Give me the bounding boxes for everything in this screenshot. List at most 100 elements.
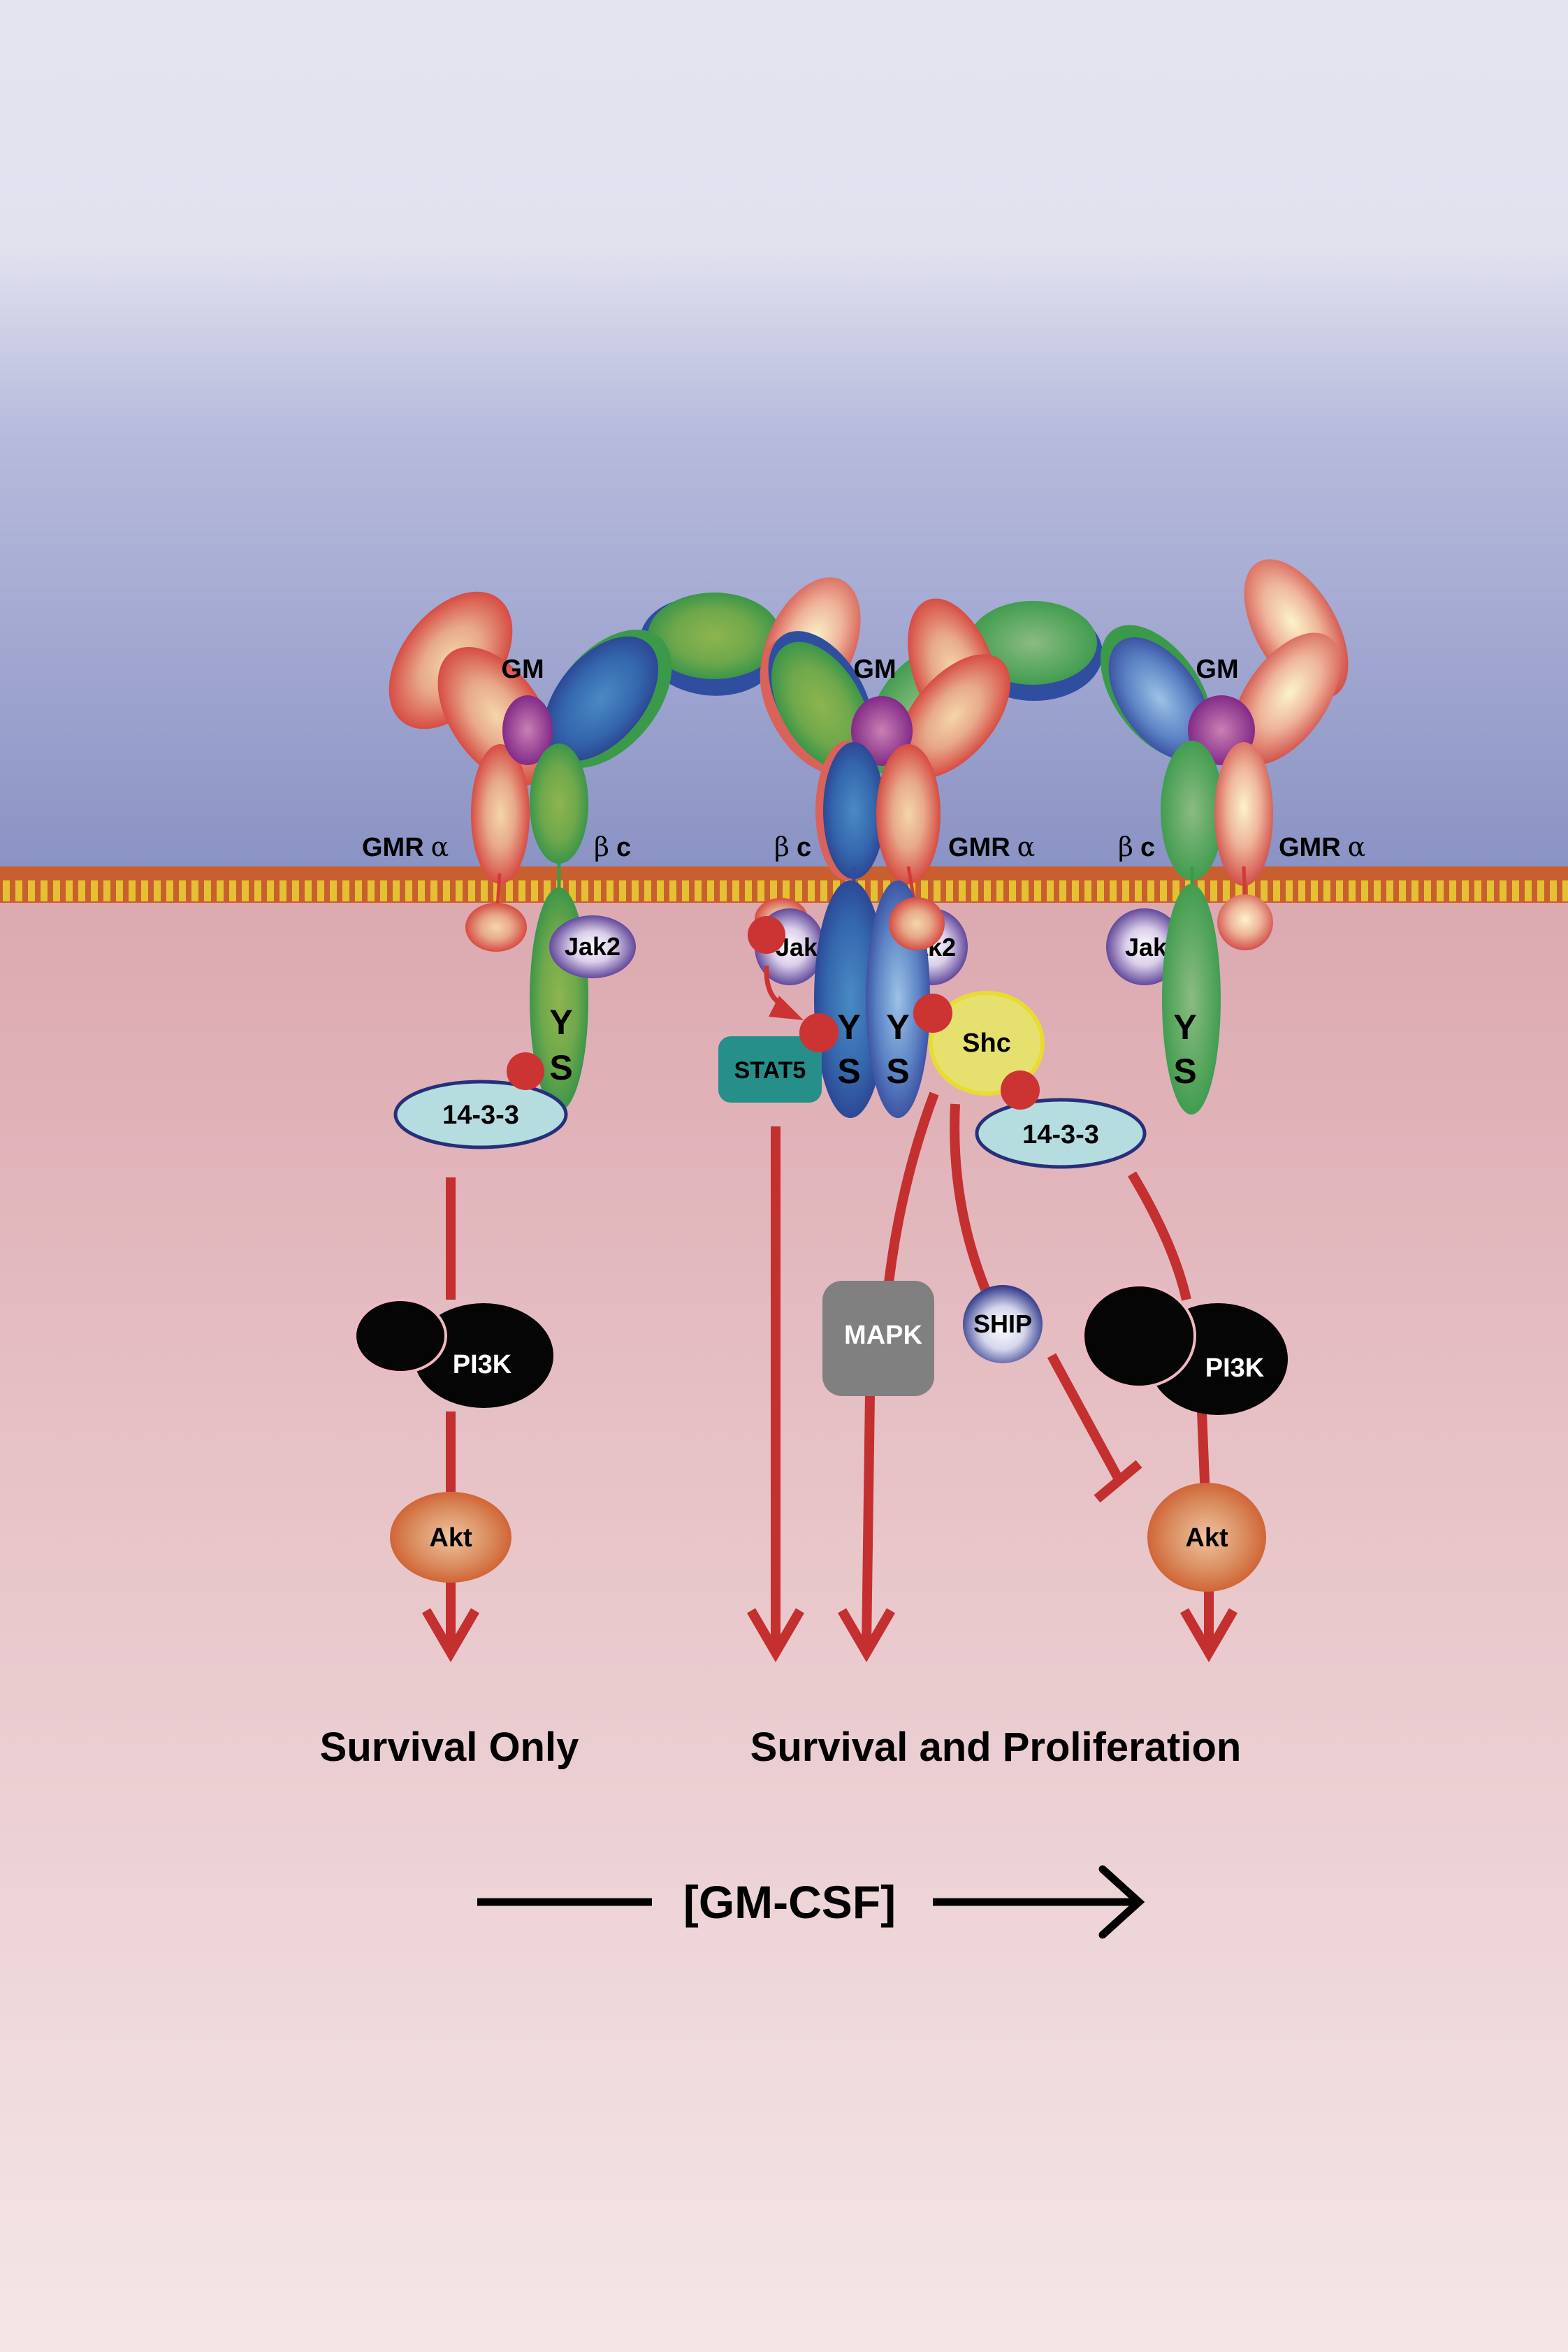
shc bbox=[929, 991, 1045, 1096]
residue-y-middle-1: Y bbox=[837, 1008, 860, 1047]
mapk: MAPK bbox=[822, 1281, 934, 1396]
akt-left-node bbox=[390, 1492, 511, 1583]
mapk-label: MAPK bbox=[844, 1321, 922, 1350]
beta-symbol-left: β bbox=[594, 832, 609, 862]
pi3k-right-regulatory bbox=[1082, 1284, 1196, 1388]
akt-right: Akt bbox=[1147, 1483, 1266, 1592]
pi3k-left: PI3K bbox=[354, 1298, 553, 1408]
ship-label: SHIP bbox=[973, 1309, 1032, 1338]
beta-symbol-right: β bbox=[1118, 832, 1133, 862]
pi3k-left-catalytic bbox=[414, 1303, 553, 1408]
akt-right-node bbox=[1147, 1483, 1266, 1592]
outcome-survival-only: Survival Only bbox=[320, 1725, 579, 1770]
shc-label: Shc bbox=[962, 1029, 1011, 1058]
alpha-label-right-text: GMR bbox=[1279, 833, 1341, 862]
alpha-chain-middle-2 bbox=[897, 654, 1010, 778]
phospho-site-shc bbox=[913, 994, 952, 1033]
ligand-gm-right-label: GM bbox=[1196, 655, 1238, 684]
residue-s-left: S bbox=[549, 1048, 572, 1087]
outcome-survival-and-proliferation: Survival and Proliferation bbox=[750, 1725, 1242, 1770]
beta-symbol-middle: β bbox=[774, 832, 790, 862]
pi3k-left-label: PI3K bbox=[453, 1350, 512, 1379]
cytoplasm bbox=[0, 901, 1568, 2352]
beta-chain-right-top bbox=[1108, 637, 1212, 760]
alpha-chain-right-cytoplasmic bbox=[1217, 894, 1273, 950]
alpha-label-left-text: GMR bbox=[362, 833, 424, 862]
beta-chain-middle-lower bbox=[823, 742, 885, 879]
phospho-site-jak bbox=[748, 916, 785, 954]
stat5-label: STAT5 bbox=[734, 1057, 806, 1084]
residue-y-right: Y bbox=[1173, 1008, 1196, 1047]
adaptor-14-3-3-left-label: 14-3-3 bbox=[442, 1101, 519, 1130]
alpha-symbol-right: α bbox=[1348, 832, 1366, 862]
stat5-box bbox=[718, 1036, 822, 1103]
alpha-chain-domain-3 bbox=[471, 744, 530, 884]
residue-s-middle-2: S bbox=[886, 1052, 909, 1091]
ligand-gm-left-label: GM bbox=[501, 655, 544, 684]
beta-chain-right-cytoplasmic bbox=[1162, 884, 1221, 1115]
edge-mapk-to-outcome bbox=[862, 1393, 875, 1646]
edge-shc-to-ship bbox=[950, 1103, 990, 1291]
alpha-chain-cytoplasmic bbox=[465, 903, 527, 952]
arrowhead-right bbox=[1179, 1608, 1238, 1662]
ligand-gm-middle-label: GM bbox=[853, 655, 896, 684]
beta-label-middle-text: c bbox=[797, 833, 811, 862]
alpha-label-middle-text: GMR bbox=[948, 833, 1010, 862]
adaptor-14-3-3-left bbox=[393, 1080, 568, 1149]
phospho-site-left bbox=[507, 1052, 544, 1090]
alpha-symbol-left: α bbox=[431, 832, 449, 862]
jak2-left-label: Jak2 bbox=[565, 932, 620, 961]
residue-y-middle-2: Y bbox=[886, 1008, 909, 1047]
phosphorylation-arrowhead bbox=[769, 996, 804, 1020]
akt-left: Akt bbox=[390, 1492, 511, 1583]
beta-chain-middle-green bbox=[771, 641, 871, 770]
pi3k-right: PI3K bbox=[1082, 1284, 1288, 1415]
residue-s-right: S bbox=[1173, 1052, 1196, 1091]
beta-chain-right-lower bbox=[1161, 741, 1224, 880]
alpha-symbol-middle: α bbox=[1017, 832, 1036, 862]
edge-ship-inhibits-akt bbox=[1047, 1353, 1123, 1481]
alpha-chain-right-lower bbox=[1214, 742, 1273, 886]
pi3k-right-label: PI3K bbox=[1205, 1353, 1265, 1383]
phospho-site-14-3-3-right bbox=[1001, 1070, 1040, 1110]
edge-14-3-3-to-pi3k-right bbox=[1127, 1171, 1191, 1301]
residue-y-left: Y bbox=[549, 1003, 572, 1042]
arrowhead-mapk bbox=[837, 1608, 896, 1662]
ship: SHIP bbox=[963, 1285, 1043, 1363]
ligand-gm-left bbox=[502, 695, 553, 765]
alpha-cyto-middle-right bbox=[889, 897, 945, 950]
axis-label: [GM-CSF] bbox=[683, 1876, 896, 1928]
jak2-left bbox=[549, 915, 636, 978]
arrowhead-left bbox=[421, 1608, 480, 1662]
axis-arrowhead-icon bbox=[1098, 1865, 1145, 1939]
beta-label-right-text: c bbox=[1140, 833, 1155, 862]
jak-right-label: Jak bbox=[1125, 933, 1168, 961]
ship-circle bbox=[963, 1285, 1043, 1363]
edge-shc-to-mapk bbox=[884, 1091, 939, 1283]
mapk-node bbox=[822, 1281, 934, 1396]
adaptor-14-3-3-right-label: 14-3-3 bbox=[1022, 1120, 1099, 1149]
alpha-chain-middle-lower bbox=[876, 744, 941, 884]
akt-right-label: Akt bbox=[1185, 1523, 1228, 1553]
pi3k-left-regulatory bbox=[354, 1298, 447, 1374]
alpha-chain-tm bbox=[495, 873, 502, 909]
beta-chain-domain-low bbox=[530, 743, 588, 864]
akt-left-label: Akt bbox=[429, 1523, 472, 1553]
arrowhead-stat5 bbox=[746, 1608, 805, 1662]
concentration-axis: [GM-CSF] bbox=[477, 1865, 1145, 1939]
beta-chain-domain-top bbox=[648, 593, 781, 679]
beta-label-left-text: c bbox=[616, 833, 631, 862]
beta-cyto-middle-1 bbox=[814, 880, 887, 1118]
inhibition-bar bbox=[1094, 1460, 1142, 1503]
alpha-chain-right-2 bbox=[1231, 632, 1341, 765]
phospho-site-stat5 bbox=[799, 1013, 839, 1052]
